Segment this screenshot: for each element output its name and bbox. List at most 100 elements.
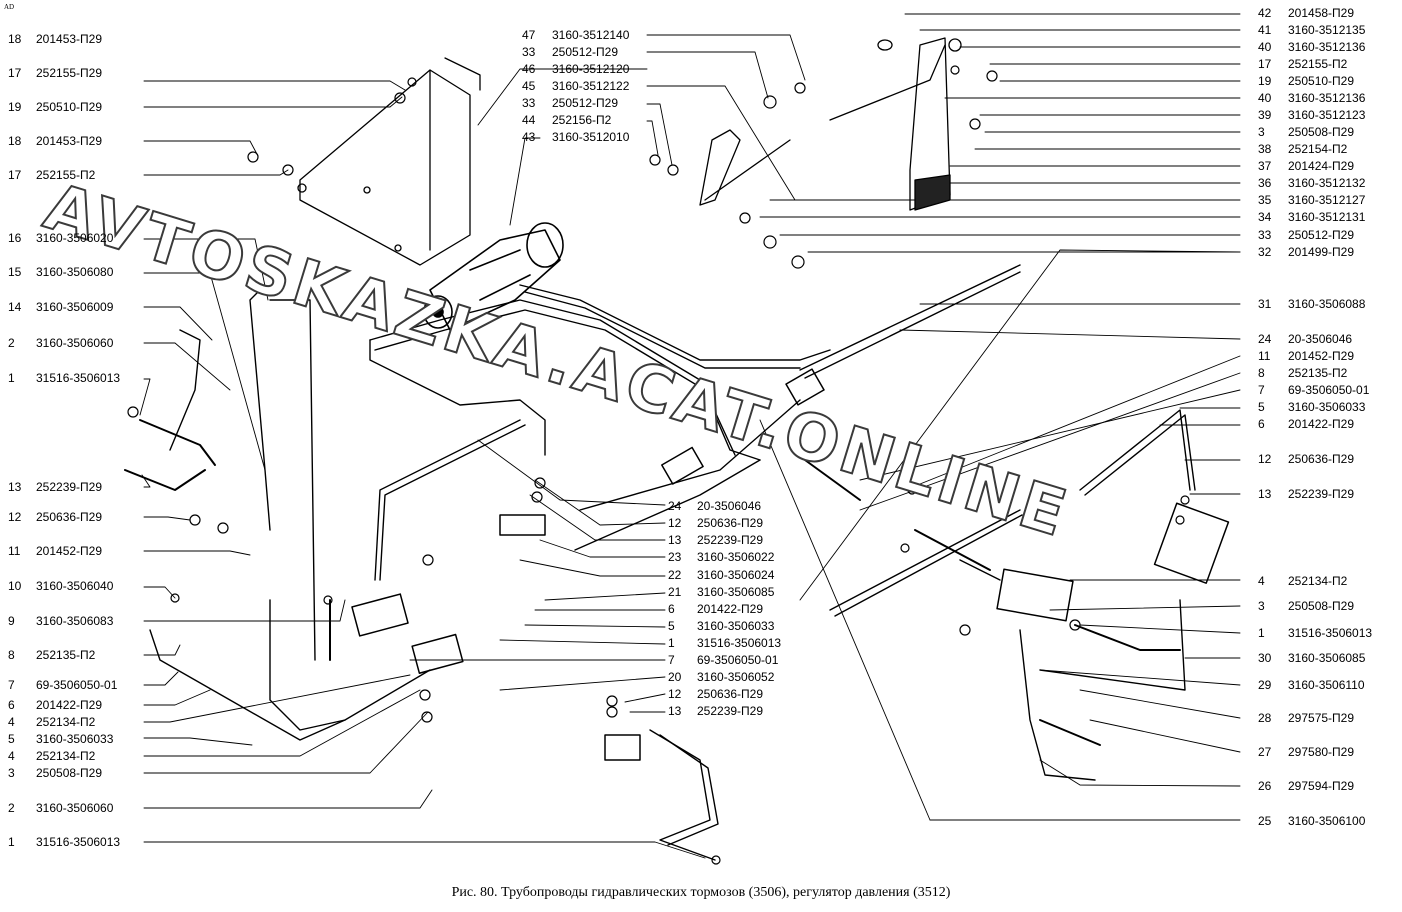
part-number: 201424-П29	[1288, 159, 1355, 173]
callout-number: 1	[8, 835, 15, 849]
tee-fittings	[351, 368, 1230, 761]
part-number: 201422-П29	[36, 698, 103, 712]
part-number: 252134-П2	[36, 749, 96, 763]
callout-number: 10	[8, 579, 22, 593]
callout-number: 9	[8, 614, 15, 628]
part-number: 3160-3506022	[697, 550, 775, 564]
part-number: 3160-3506020	[36, 231, 114, 245]
part-number: 201453-П29	[36, 134, 103, 148]
callout-number: 2	[8, 801, 15, 815]
part-number: 250508-П29	[1288, 125, 1355, 139]
part-number: 3160-3512120	[552, 62, 630, 76]
callout-number: 46	[522, 62, 536, 76]
part-number: 3160-3506080	[36, 265, 114, 279]
callout-number: 29	[1258, 678, 1272, 692]
callout-number: 38	[1258, 142, 1272, 156]
callout-number: 24	[668, 499, 682, 513]
callout-number: 19	[8, 100, 22, 114]
part-number: 3160-3512136	[1288, 40, 1366, 54]
part-number: 3160-3506033	[697, 619, 775, 633]
callout-number: 6	[668, 602, 675, 616]
part-number: 250512-П29	[552, 45, 619, 59]
callout-number: 26	[1258, 779, 1272, 793]
callout-number: 44	[522, 113, 536, 127]
part-number: 3160-3506083	[36, 614, 114, 628]
part-number: 3160-3506060	[36, 336, 114, 350]
part-number: 69-3506050-01	[1288, 383, 1370, 397]
top-leader-lines	[477, 34, 806, 226]
callout-number: 5	[8, 732, 15, 746]
part-number: 252239-П29	[697, 704, 764, 718]
callout-number: 7	[8, 678, 15, 692]
callout-number: 7	[1258, 383, 1265, 397]
part-number: 3160-3512132	[1288, 176, 1366, 190]
callout-number: 12	[668, 516, 682, 530]
callout-number: 4	[8, 749, 15, 763]
callout-number: 8	[1258, 366, 1265, 380]
callout-number: 8	[8, 648, 15, 662]
part-number: 250636-П29	[697, 516, 764, 530]
part-number: 297575-П29	[1288, 711, 1355, 725]
part-number: 3160-3506110	[1288, 678, 1365, 692]
callout-number: 37	[1258, 159, 1272, 173]
brake-pipes	[149, 264, 1196, 861]
callout-number: 3	[8, 766, 15, 780]
part-number: 252155-П2	[1288, 57, 1348, 71]
part-number: 3160-3512136	[1288, 91, 1366, 105]
fasteners	[127, 65, 1190, 865]
pressure-regulator	[423, 222, 564, 331]
part-number: 250508-П29	[1288, 599, 1355, 613]
part-number: 3160-3512135	[1288, 23, 1366, 37]
part-number: 3160-3512127	[1288, 193, 1366, 207]
part-number: 250636-П29	[1288, 452, 1355, 466]
part-number: 3160-3506009	[36, 300, 114, 314]
part-number: 252155-П29	[36, 66, 103, 80]
part-number: 250508-П29	[36, 766, 103, 780]
part-number: 31516-3506013	[36, 835, 121, 849]
callout-number: 4	[1258, 574, 1265, 588]
part-number: 3160-3506040	[36, 579, 114, 593]
callout-number: 27	[1258, 745, 1272, 759]
part-number: 3160-3506085	[697, 585, 775, 599]
part-number: 250510-П29	[36, 100, 103, 114]
part-number: 3160-3512010	[552, 130, 630, 144]
figure-caption: Рис. 80. Трубопроводы гидравлических тор…	[451, 885, 951, 900]
part-number: 201458-П29	[1288, 6, 1355, 20]
callout-number: 1	[668, 636, 675, 650]
part-number: 20-3506046	[697, 499, 762, 513]
callout-number: 12	[1258, 452, 1272, 466]
part-number: 69-3506050-01	[36, 678, 118, 692]
callout-number: 3	[1258, 125, 1265, 139]
part-number: 201452-П29	[36, 544, 103, 558]
callout-number: 11	[1258, 349, 1271, 363]
callout-number: 43	[522, 130, 536, 144]
callout-number: 20	[668, 670, 682, 684]
callout-number: 12	[668, 687, 682, 701]
part-number: 252155-П2	[36, 168, 96, 182]
part-number: 252239-П29	[1288, 487, 1355, 501]
callout-number: 25	[1258, 814, 1272, 828]
part-number: 297580-П29	[1288, 745, 1355, 759]
part-number: 201452-П29	[1288, 349, 1355, 363]
callout-number: 35	[1258, 193, 1272, 207]
callout-number: 12	[8, 510, 22, 524]
callout-number: 2	[8, 336, 15, 350]
callout-number: 41	[1258, 23, 1272, 37]
callout-number: 1	[1258, 626, 1265, 640]
callout-number: 42	[1258, 6, 1272, 20]
callout-number: 36	[1258, 176, 1272, 190]
left-leader-lines	[139, 80, 706, 859]
callout-number: 13	[668, 533, 682, 547]
callout-number: 34	[1258, 210, 1272, 224]
callout-number: 33	[522, 45, 536, 59]
part-number: 250512-П29	[552, 96, 619, 110]
callout-number: 40	[1258, 91, 1272, 105]
callout-number: 31	[1258, 297, 1272, 311]
callout-number: 7	[668, 653, 675, 667]
callout-number: 5	[668, 619, 675, 633]
part-number: 31516-3506013	[1288, 626, 1373, 640]
part-number: 3160-3506033	[36, 732, 114, 746]
callout-number: 4	[8, 715, 15, 729]
center-leader-lines	[409, 249, 1241, 821]
